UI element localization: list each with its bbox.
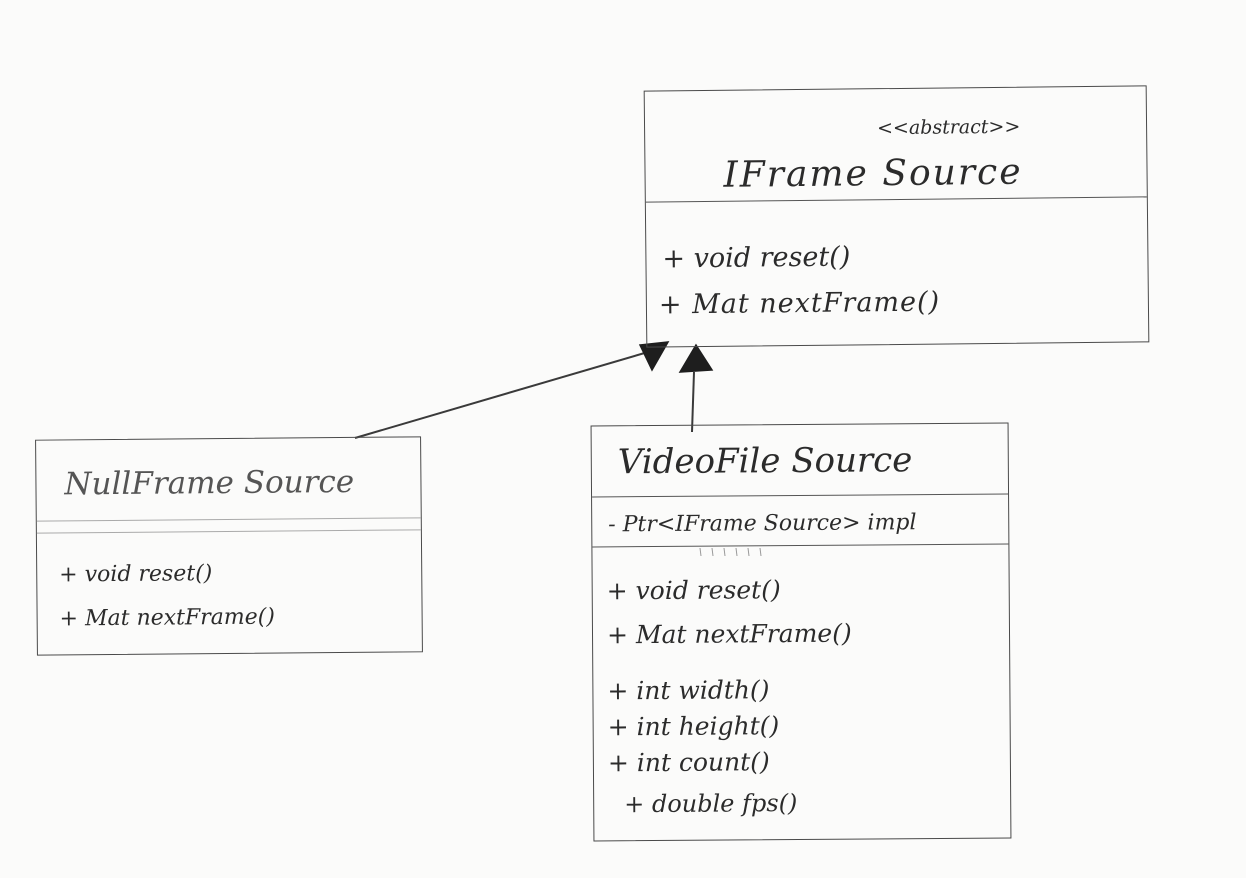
- null-frame-source-method: + void reset(): [59, 561, 213, 588]
- iframe-source-name: IFrame Source: [723, 151, 1023, 196]
- video-source-inheritance-line: [691, 371, 695, 433]
- video-file-source-class-box: VideoFile Source - Ptr<IFrame Source> im…: [590, 422, 1012, 842]
- video-file-source-method: + int width(): [607, 675, 770, 706]
- video-source-inheritance-arrowhead: [678, 343, 714, 373]
- null-frame-source-divider-1: [36, 517, 421, 522]
- video-file-source-method: + int count(): [607, 747, 770, 778]
- video-file-source-method: + double fps(): [624, 789, 798, 819]
- video-file-source-divider-1: [592, 493, 1009, 498]
- null-source-inheritance-line: [354, 351, 649, 439]
- video-file-source-method: + Mat nextFrame(): [606, 618, 852, 650]
- pencil-marks: [699, 547, 762, 557]
- null-frame-source-class-box: NullFrame Source + void reset() + Mat ne…: [35, 436, 423, 656]
- iframe-source-method: + Mat nextFrame(): [658, 286, 941, 321]
- video-file-source-attribute: - Ptr<IFrame Source> impl: [608, 510, 917, 538]
- null-frame-source-method: + Mat nextFrame(): [59, 604, 276, 632]
- iframe-source-divider: [645, 196, 1147, 203]
- video-file-source-divider-2: [592, 543, 1009, 548]
- video-file-source-name: VideoFile Source: [617, 440, 913, 483]
- iframe-source-class-box: <<abstract>> IFrame Source + void reset(…: [643, 85, 1150, 348]
- video-file-source-method: + int height(): [607, 711, 780, 742]
- video-file-source-method: + void reset(): [606, 575, 781, 606]
- stereotype-label: <<abstract>>: [876, 115, 1021, 140]
- null-frame-source-name: NullFrame Source: [64, 463, 355, 503]
- null-frame-source-divider-2: [36, 529, 421, 534]
- iframe-source-method: + void reset(): [662, 241, 851, 275]
- null-source-inheritance-arrowhead: [638, 341, 670, 372]
